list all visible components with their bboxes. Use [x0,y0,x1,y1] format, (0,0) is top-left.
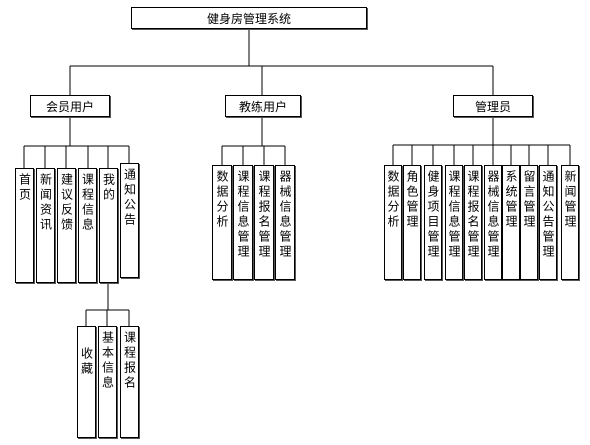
leaf-node: 新闻管理 [561,165,579,280]
leaf-node: 新闻资讯 [36,168,55,283]
leaf-node-my: 我的 [99,168,118,283]
leaf-label: 新闻资讯 [38,173,53,233]
branch-label: 会员用户 [45,99,94,114]
leaf-label: 通知公告 [122,168,137,228]
leaf-node: 课程报名管理 [254,165,274,280]
leaf-node: 数据分析 [384,165,402,280]
sub-leaf-label: 基本信息 [100,331,115,391]
leaf-node: 课程信息管理 [233,165,253,280]
branch-node-member: 会员用户 [30,95,110,117]
leaf-label: 系统管理 [504,170,518,230]
root-label: 健身房管理系统 [206,11,291,26]
leaf-node: 首页 [15,168,34,283]
sub-leaf-label: 课程报名 [122,331,137,391]
leaf-node: 建议反馈 [57,168,76,283]
leaf-label: 通知公告管理 [541,170,555,260]
leaf-label: 数据分析 [215,170,229,230]
leaf-node: 数据分析 [212,165,232,280]
leaf-node: 健身项目管理 [424,165,442,280]
leaf-label: 课程报名管理 [466,170,480,260]
leaf-label: 课程信息管理 [447,170,461,260]
leaf-label: 器械信息管理 [486,170,500,260]
leaf-label: 课程信息管理 [236,170,250,260]
leaf-node: 系统管理 [502,165,520,280]
leaf-node: 课程信息管理 [445,165,463,280]
leaf-node: 课程信息 [78,168,97,283]
leaf-label: 首页 [17,173,32,203]
branch-label: 教练用户 [238,99,287,114]
root-node: 健身房管理系统 [131,7,367,29]
leaf-node: 留言管理 [520,165,538,280]
leaf-node: 角色管理 [403,165,421,280]
branch-node-admin: 管理员 [453,95,533,117]
sub-leaf-node: 收藏 [77,326,96,438]
leaf-label: 课程信息 [80,173,95,233]
leaf-node: 课程报名管理 [464,165,482,280]
leaf-node: 器械信息管理 [275,165,295,280]
leaf-label: 健身项目管理 [426,170,440,260]
leaf-label: 角色管理 [405,170,419,230]
leaf-label: 新闻管理 [563,170,577,230]
sub-leaf-node: 基本信息 [98,326,117,438]
leaf-label: 器械信息管理 [278,170,292,260]
leaf-label: 数据分析 [386,170,400,230]
leaf-node: 通知公告管理 [539,165,557,280]
leaf-label: 课程报名管理 [257,170,271,260]
branch-label: 管理员 [474,99,511,114]
leaf-node: 器械信息管理 [484,165,502,280]
leaf-node: 通知公告 [120,163,139,278]
leaf-label: 建议反馈 [59,173,74,233]
leaf-label: 我的 [101,173,116,203]
branch-node-coach: 教练用户 [225,95,301,117]
leaf-label: 留言管理 [522,170,536,230]
sub-leaf-node: 课程报名 [120,326,139,438]
sub-leaf-label: 收藏 [79,347,94,377]
